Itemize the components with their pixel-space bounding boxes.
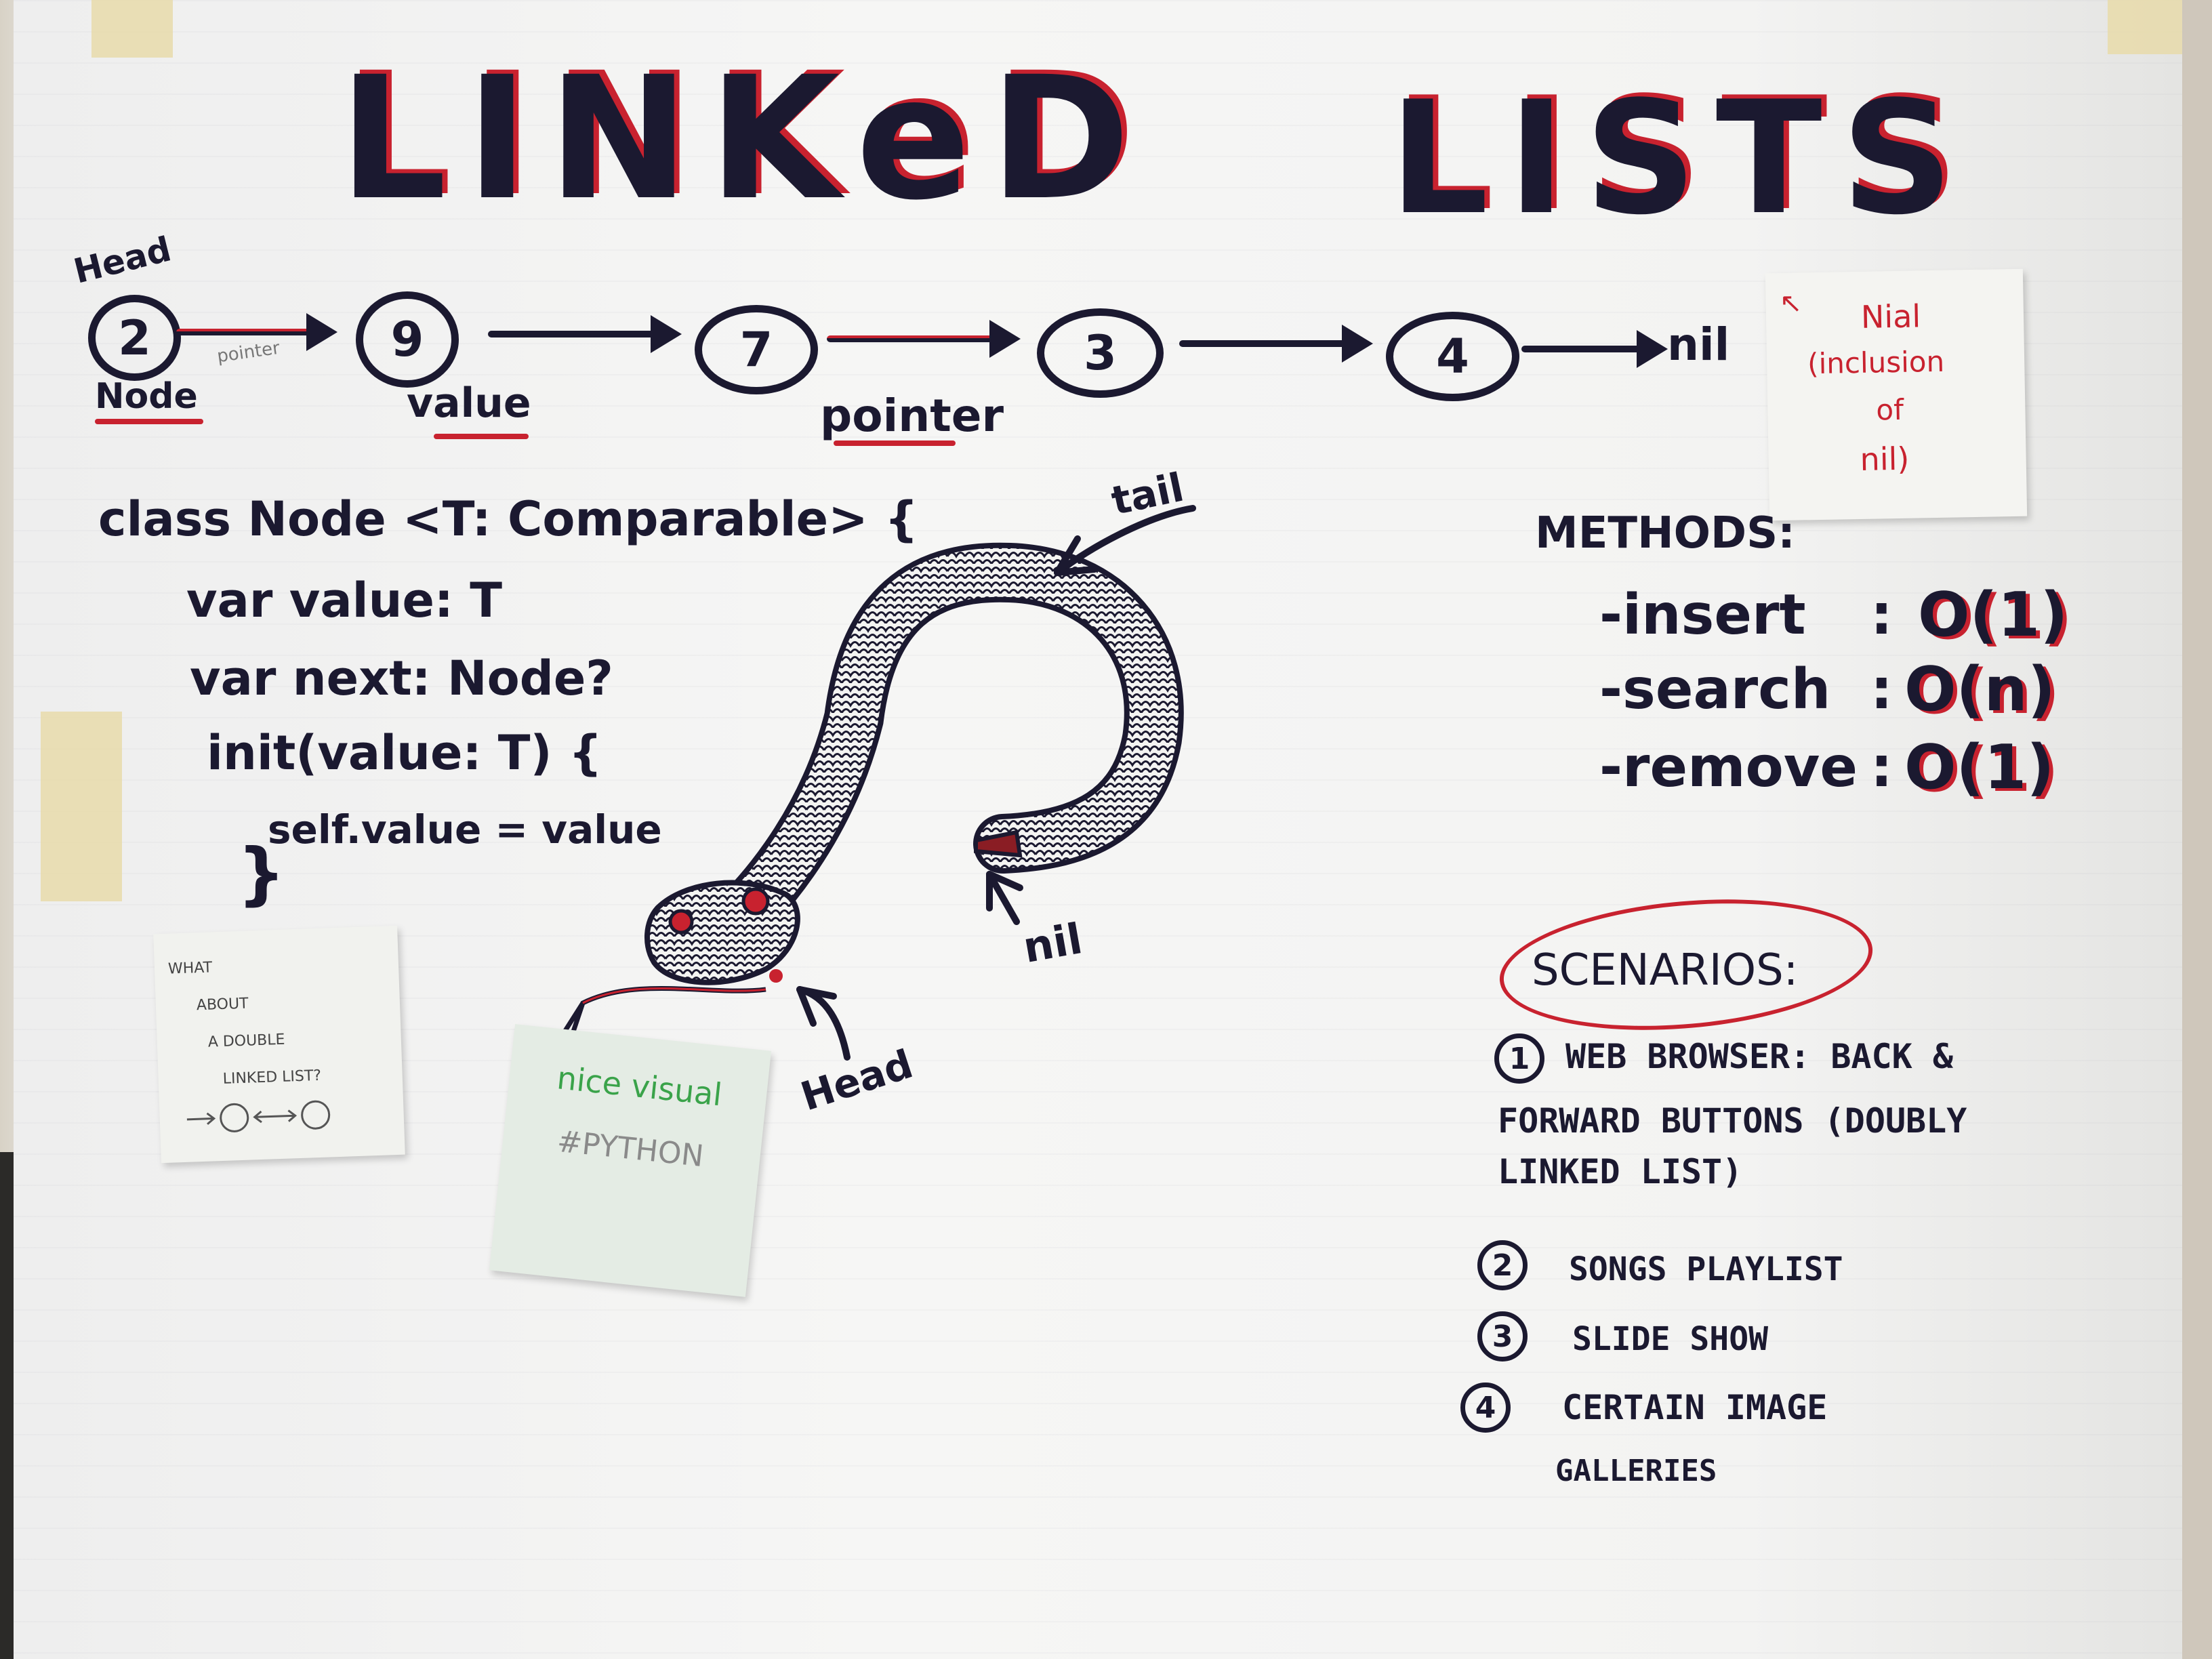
sticky-note-nil: ↖ Nial (inclusion of nil) — [1765, 268, 2028, 521]
sticky-nice-line-1: nice visual — [555, 1059, 724, 1113]
scenario-4-num: 4 — [1475, 1390, 1496, 1425]
node-circle-5: 4 — [1386, 312, 1519, 401]
method-search-colon: : — [1870, 657, 1893, 722]
sticky-nice-line-2: #PYTHON — [555, 1124, 705, 1174]
snake-nil-label: nil — [1019, 914, 1086, 972]
snake-eye-right — [741, 887, 770, 916]
method-remove-name: -remove — [1599, 735, 1858, 800]
sticky-note-nice-visual: nice visual #PYTHON — [489, 1024, 772, 1297]
node-circle-2: 9 — [356, 291, 459, 388]
snake-eye-left — [668, 909, 694, 935]
arrow-1-line — [176, 329, 312, 335]
node-value-2: 9 — [390, 312, 424, 367]
snake-mouth-spot — [769, 969, 783, 983]
sticky-nil-line-4: nil) — [1860, 440, 1910, 478]
sticky-note-double-linked: WHAT ABOUT A DOUBLE LINKED LIST? — [153, 925, 405, 1164]
scenario-1-line-1: WEB BROWSER: BACK & — [1565, 1037, 1953, 1076]
node-value-3: 7 — [739, 322, 773, 377]
pointer-small-label: pointer — [216, 337, 281, 367]
tape-top-right — [2108, 0, 2182, 54]
pointer-label: pointer — [820, 390, 1004, 442]
arrow-4-head — [1342, 325, 1373, 363]
code-line-init: init(value: T) { — [207, 725, 602, 781]
sticky-nil-line-1: Nial — [1860, 298, 1921, 335]
snake-tail-tip — [974, 830, 1023, 858]
snake-drawing — [557, 505, 1196, 1061]
tape-left-middle — [41, 712, 122, 901]
sticky-double-line-1: WHAT — [167, 959, 213, 978]
scenario-3-num: 3 — [1492, 1319, 1513, 1354]
node-value-4: 3 — [1084, 325, 1117, 381]
arrow-4-line — [1179, 340, 1349, 347]
scenario-4-line-1: CERTAIN IMAGE — [1562, 1388, 1828, 1427]
value-underline — [434, 434, 529, 439]
sticky-nil-line-3: of — [1875, 392, 1904, 427]
method-insert-colon: : — [1870, 583, 1893, 647]
sticky-double-line-2: ABOUT — [196, 995, 249, 1015]
scenario-3-line-1: SLIDE SHOW — [1572, 1320, 1768, 1358]
code-line-self-value: self.value = value — [268, 806, 662, 853]
arrow-2-head — [651, 315, 682, 353]
title-lists: LISTS — [1389, 68, 1973, 249]
pointer-underline — [834, 441, 956, 446]
arrow-3-line — [827, 335, 996, 342]
code-line-close-brace: } — [237, 834, 286, 913]
sticky-nil-line-2: (inclusion — [1807, 344, 1945, 381]
method-insert-name: -insert — [1599, 583, 1806, 647]
arrow-3-head — [989, 320, 1021, 358]
double-linked-sketch-icon — [186, 1100, 331, 1132]
code-line-class: class Node <T: Comparable> { — [98, 491, 918, 547]
scenario-2-line-1: SONGS PLAYLIST — [1569, 1250, 1843, 1288]
node-value-5: 4 — [1436, 329, 1469, 384]
tape-top-left — [91, 0, 173, 58]
scenario-3-number: 3 — [1477, 1311, 1528, 1361]
arrow-5-line — [1521, 346, 1643, 352]
code-line-var-next: var next: Node? — [190, 651, 613, 706]
sticky-double-line-4: LINKED LIST? — [222, 1067, 322, 1088]
node-value-1: 2 — [118, 310, 151, 366]
code-line-var-value: var value: T — [186, 573, 503, 628]
scenario-1-line-2: FORWARD BUTTONS (DOUBLY — [1498, 1101, 1967, 1141]
value-label: value — [407, 380, 531, 427]
scenario-1-num: 1 — [1509, 1041, 1530, 1076]
end-nil-label: nil — [1667, 319, 1730, 371]
methods-heading: METHODS: — [1535, 508, 1795, 558]
node-label: Node — [95, 376, 198, 417]
head-label: Head — [70, 229, 176, 291]
method-insert-complexity: O(1) — [1918, 579, 2068, 651]
node-circle-1: 2 — [88, 295, 181, 381]
node-circle-3: 7 — [695, 305, 818, 394]
scenario-2-number: 2 — [1477, 1240, 1528, 1290]
node-underline — [95, 419, 203, 424]
scenario-1-line-3: LINKED LIST) — [1498, 1152, 1743, 1191]
scenario-2-num: 2 — [1492, 1248, 1513, 1283]
snake-head — [644, 880, 800, 985]
flip-chart-paper: LINKeD LISTS Head 2 Node pointer 9 value… — [14, 0, 2182, 1659]
scenario-4-number: 4 — [1460, 1382, 1511, 1433]
tail-arrow — [1054, 505, 1196, 576]
method-remove-colon: : — [1870, 735, 1893, 800]
scenario-4-line-2: GALLERIES — [1555, 1454, 1717, 1488]
method-search-complexity: O(n) — [1904, 654, 2055, 725]
arrow-2-line — [488, 331, 657, 337]
sticky-double-line-3: A DOUBLE — [207, 1031, 285, 1051]
nil-arrow — [986, 871, 1020, 925]
method-remove-complexity: O(1) — [1904, 732, 2055, 803]
title-linked: LINKeD — [339, 40, 1149, 237]
arrow-5-head — [1637, 330, 1668, 368]
arrow-1-head — [306, 313, 337, 351]
scenario-1-number: 1 — [1494, 1033, 1544, 1084]
node-circle-4: 3 — [1037, 308, 1164, 398]
scenarios-heading: SCENARIOS: — [1532, 945, 1799, 996]
sticky-nil-arrow-icon: ↖ — [1779, 287, 1803, 319]
method-search-name: -search — [1599, 657, 1831, 722]
